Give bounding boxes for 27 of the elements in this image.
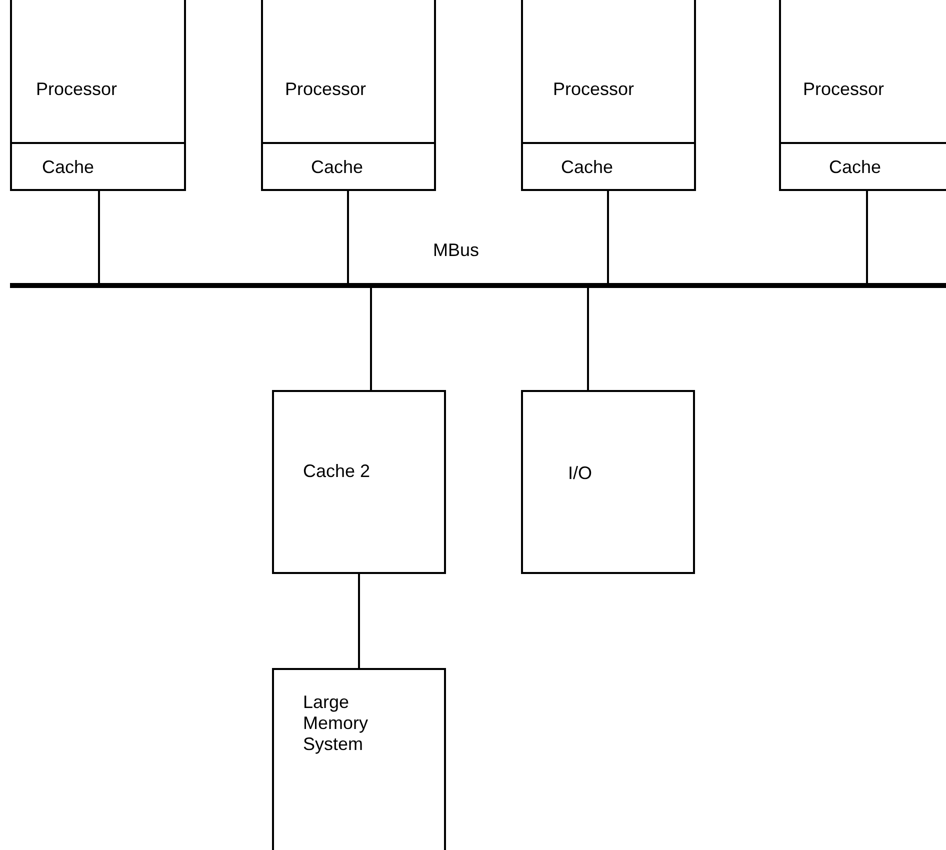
connector-line — [347, 191, 349, 283]
component-box — [10, 0, 186, 191]
component-label: Processor — [285, 79, 366, 100]
connector-line — [866, 191, 868, 283]
component-label: Processor — [36, 79, 118, 100]
component-box — [272, 668, 446, 850]
component-label: Processor — [803, 79, 884, 100]
bus-label: MBus — [433, 240, 480, 261]
connector-line — [587, 288, 589, 390]
component-box — [272, 390, 446, 574]
connector-line — [370, 288, 372, 390]
connector-line — [607, 191, 609, 283]
component-label: Processor — [553, 79, 634, 100]
component-label: Cache 2 — [303, 461, 370, 482]
connector-line — [358, 574, 360, 668]
component-box — [779, 0, 946, 191]
component-box — [521, 390, 695, 574]
component-label: Cache — [42, 157, 94, 178]
bus-bar — [10, 283, 946, 288]
component-label: Cache — [311, 157, 364, 178]
component-label: I/O — [568, 463, 592, 484]
component-label: Cache — [561, 157, 614, 178]
component-label: Cache — [829, 157, 882, 178]
component-label: Large Memory System — [303, 692, 370, 755]
connector-line — [98, 191, 100, 283]
component-box — [521, 0, 696, 191]
component-box — [261, 0, 436, 191]
